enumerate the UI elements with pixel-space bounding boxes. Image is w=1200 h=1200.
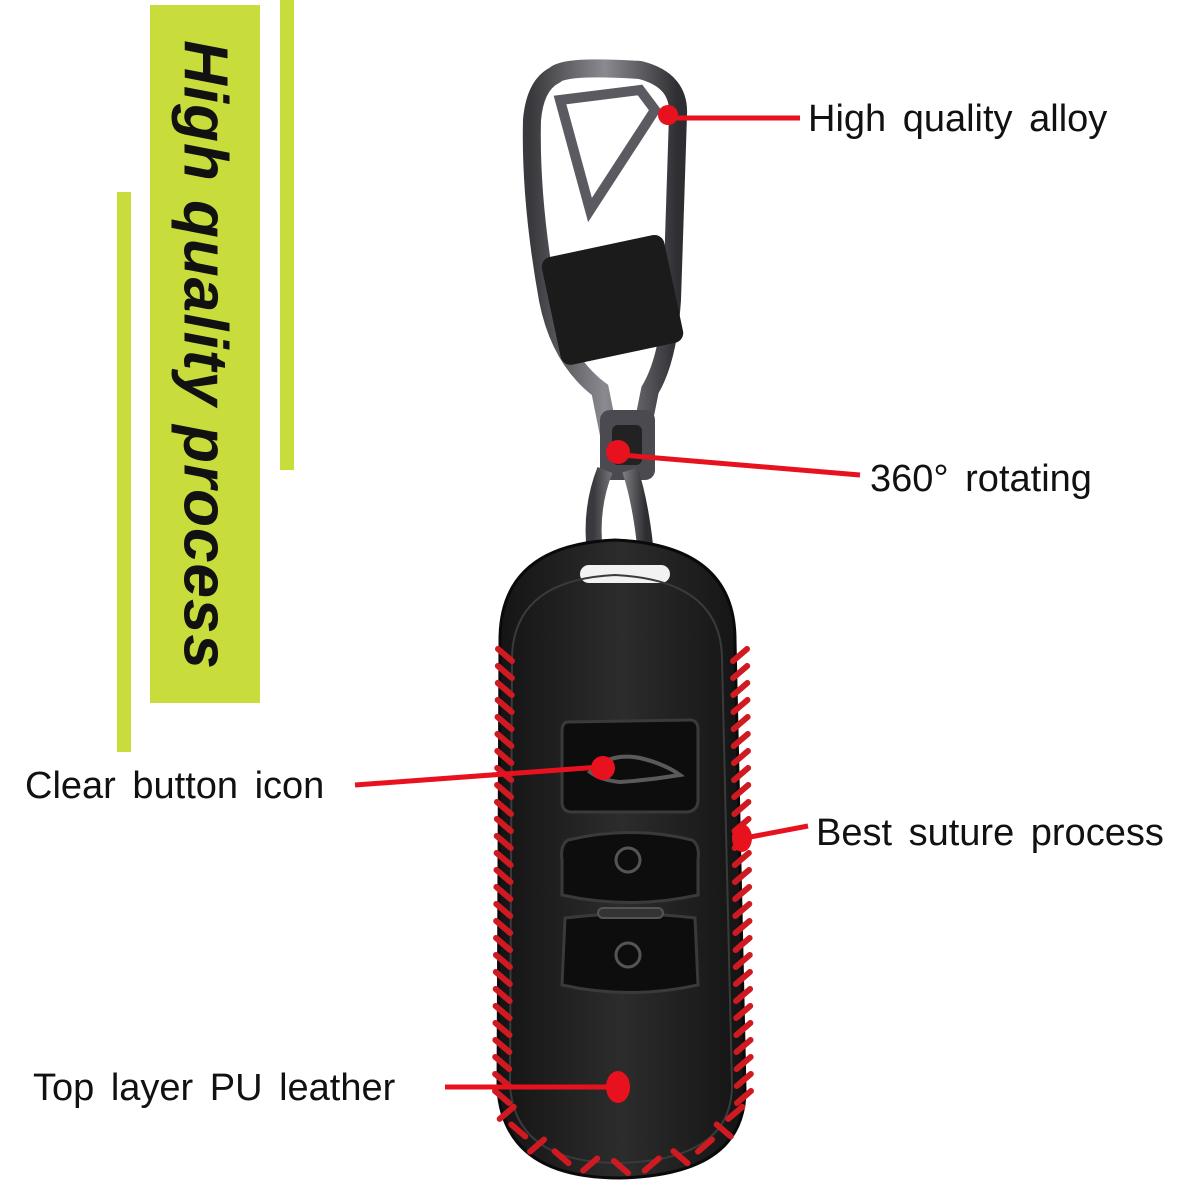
stitch [730, 731, 751, 749]
trunk-icon [587, 754, 686, 785]
stitch [494, 663, 515, 681]
stitch [670, 1148, 691, 1167]
stitch [641, 1155, 662, 1174]
callout-markers [354, 105, 861, 1103]
stitch [495, 646, 515, 664]
stitch [493, 816, 514, 834]
stitch [492, 1003, 513, 1021]
callout-clear-button-icon: Clear button icon [25, 765, 325, 807]
stitch [492, 1088, 513, 1106]
stitch [493, 833, 514, 851]
stitch [732, 969, 753, 987]
callout-high-quality-alloy: High quality alloy [808, 98, 1108, 140]
title-banner [150, 5, 260, 703]
stitch [492, 969, 513, 987]
stitch [713, 1121, 734, 1140]
stitch [732, 918, 753, 936]
stitch [494, 748, 515, 766]
stitch [731, 765, 752, 783]
stitch [494, 680, 515, 698]
stitch [730, 663, 751, 681]
stitch [731, 782, 752, 800]
stitch [494, 714, 515, 732]
carabiner-clip [522, 59, 688, 480]
stitch [493, 850, 514, 868]
stitch [508, 1121, 529, 1140]
accent-bar-right [280, 0, 294, 470]
stitch [732, 884, 753, 902]
stitch [527, 1136, 548, 1155]
stitch [492, 1054, 513, 1072]
stitch [733, 1003, 754, 1021]
stitch [694, 1136, 715, 1155]
stitch [731, 867, 752, 885]
key-buttons [560, 718, 700, 994]
stitch [493, 901, 514, 919]
stitch [493, 918, 514, 936]
stitch [494, 782, 515, 800]
callout-best-suture-process: Best suture process [816, 812, 1164, 854]
stitch [496, 1103, 517, 1122]
stitch [493, 935, 514, 953]
stitch [731, 799, 752, 817]
stitch [733, 1088, 754, 1106]
stitch [492, 952, 513, 970]
stitch [730, 680, 751, 698]
stitch [733, 986, 754, 1004]
accent-bar-left [117, 192, 131, 752]
stitch [611, 1158, 631, 1176]
stitch [730, 714, 751, 732]
stitch [733, 1020, 754, 1038]
stitch [493, 799, 514, 817]
stitch [732, 901, 753, 919]
stitch [725, 1103, 746, 1122]
stitch [733, 1071, 754, 1089]
stitch [492, 986, 513, 1004]
stitch [492, 1071, 513, 1089]
stitch [492, 1020, 513, 1038]
callout-top-layer-pu-leather: Top layer PU leather [33, 1067, 396, 1109]
stitch [494, 731, 515, 749]
stitch [731, 850, 752, 868]
stitch [492, 1037, 513, 1055]
stitch [732, 952, 753, 970]
unlock-icon [614, 846, 642, 874]
stitch [551, 1148, 572, 1167]
stitch [580, 1155, 601, 1174]
lock-icon [614, 941, 642, 969]
callout-360-rotating: 360° rotating [870, 458, 1092, 500]
stitch [732, 935, 753, 953]
stitch [733, 1054, 754, 1072]
stitch [730, 697, 751, 715]
stitch [493, 884, 514, 902]
stitch [730, 646, 750, 664]
stitch [493, 867, 514, 885]
stitch [733, 1037, 754, 1055]
stitch [494, 697, 515, 715]
stitch [730, 748, 751, 766]
